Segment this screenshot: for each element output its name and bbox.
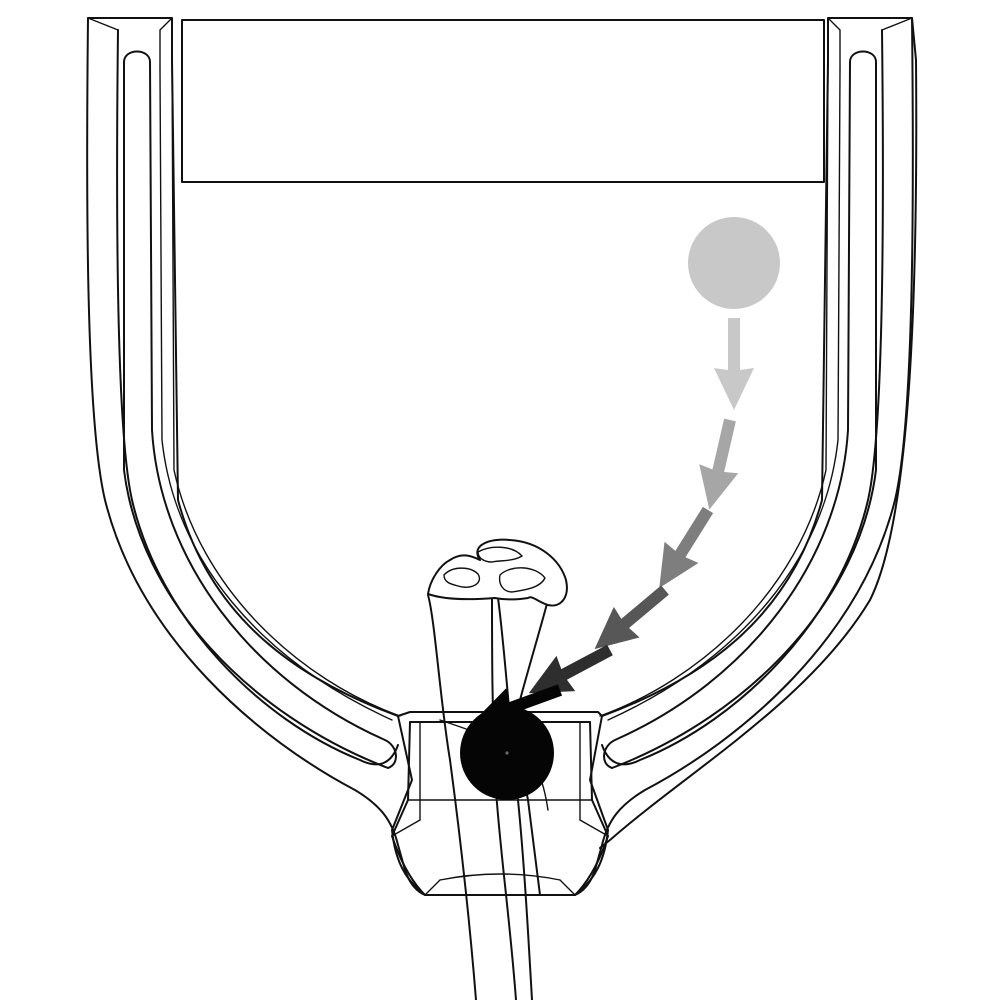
top-panel — [181, 19, 825, 183]
hub-facets — [391, 819, 609, 896]
left-channel-outer — [116, 29, 399, 766]
ball-start-position — [688, 217, 780, 309]
motion-arrows — [473, 318, 754, 726]
right-channel-inner-2 — [599, 59, 829, 717]
left-channel-inner-1 — [159, 69, 393, 721]
frame-left-outer-curve — [86, 17, 426, 896]
motion-arrow-6 — [473, 684, 563, 726]
right-channel-outer — [601, 29, 884, 766]
bundle-top-lobe-1 — [443, 567, 481, 588]
bundle-top-lobe-2 — [477, 546, 523, 563]
bundle-top-lobe-3 — [498, 567, 546, 593]
left-channel-inner-2 — [171, 59, 401, 717]
frame-right-outer-curve — [574, 17, 914, 896]
frame-outer-edge — [87, 17, 918, 896]
right-top-bevel — [827, 17, 913, 71]
hub-inner-lines — [407, 721, 593, 881]
bundle-top-end — [427, 538, 568, 607]
u-shaped-frame — [86, 17, 918, 896]
motion-arrow-2 — [699, 418, 739, 510]
motion-arrow-5 — [528, 644, 613, 694]
strand-mid-2 — [497, 597, 533, 1000]
motion-arrow-3 — [659, 506, 714, 589]
bundle-strands — [427, 538, 568, 1000]
strand-left — [427, 594, 477, 1000]
left-top-bevel — [87, 17, 173, 71]
right-channel-inner-1 — [607, 69, 841, 721]
right-slot — [603, 50, 877, 769]
left-slot — [123, 50, 397, 769]
motion-arrow-1 — [714, 318, 754, 410]
motion-arrow-4 — [594, 585, 669, 650]
ball-end-highlight — [505, 751, 509, 755]
